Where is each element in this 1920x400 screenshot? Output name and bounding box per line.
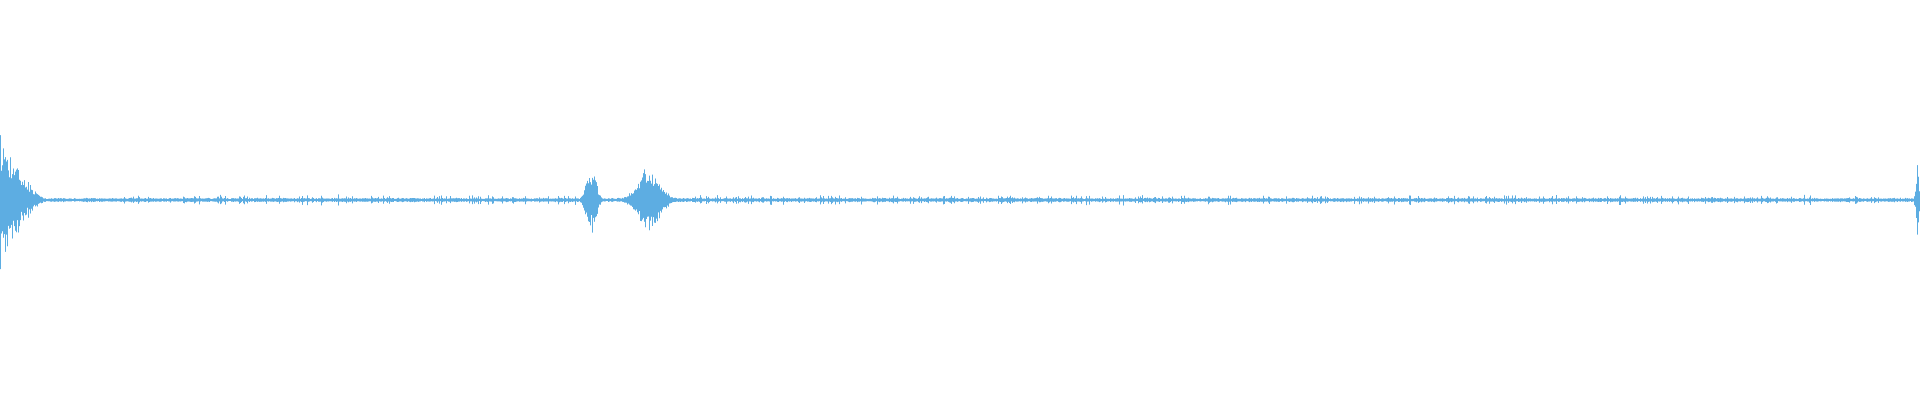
waveform-trace: [0, 135, 1920, 270]
